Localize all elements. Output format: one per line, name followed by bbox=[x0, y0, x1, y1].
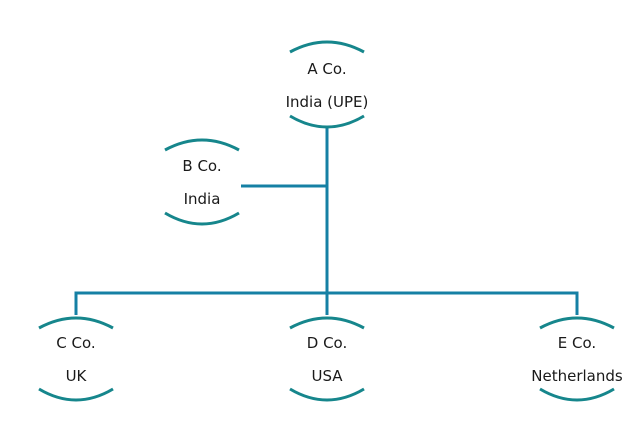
node-top-arc bbox=[38, 316, 114, 330]
node-a: A Co. India (UPE) bbox=[286, 40, 369, 129]
node-country: Netherlands bbox=[531, 367, 623, 385]
node-bottom-arc bbox=[539, 387, 615, 402]
node-country: UK bbox=[66, 367, 88, 385]
node-top-arc bbox=[539, 316, 615, 330]
node-d: D Co. USA bbox=[289, 316, 365, 402]
node-name: D Co. bbox=[307, 334, 347, 352]
node-name: E Co. bbox=[558, 334, 596, 352]
node-bottom-arc bbox=[289, 387, 365, 402]
node-country: India bbox=[184, 190, 221, 208]
node-c: C Co. UK bbox=[38, 316, 114, 402]
node-top-arc bbox=[289, 40, 365, 54]
node-name: A Co. bbox=[307, 60, 346, 78]
connectors bbox=[74, 128, 579, 315]
node-name: B Co. bbox=[182, 157, 221, 175]
node-country: USA bbox=[311, 367, 343, 385]
node-top-arc bbox=[289, 316, 365, 330]
node-e: E Co. Netherlands bbox=[531, 316, 623, 402]
node-b: B Co. India bbox=[164, 138, 240, 226]
node-bottom-arc bbox=[164, 211, 240, 226]
node-bottom-arc bbox=[38, 387, 114, 402]
node-name: C Co. bbox=[56, 334, 95, 352]
node-country: India (UPE) bbox=[286, 93, 369, 111]
node-bottom-arc bbox=[289, 114, 365, 129]
node-top-arc bbox=[164, 138, 240, 152]
